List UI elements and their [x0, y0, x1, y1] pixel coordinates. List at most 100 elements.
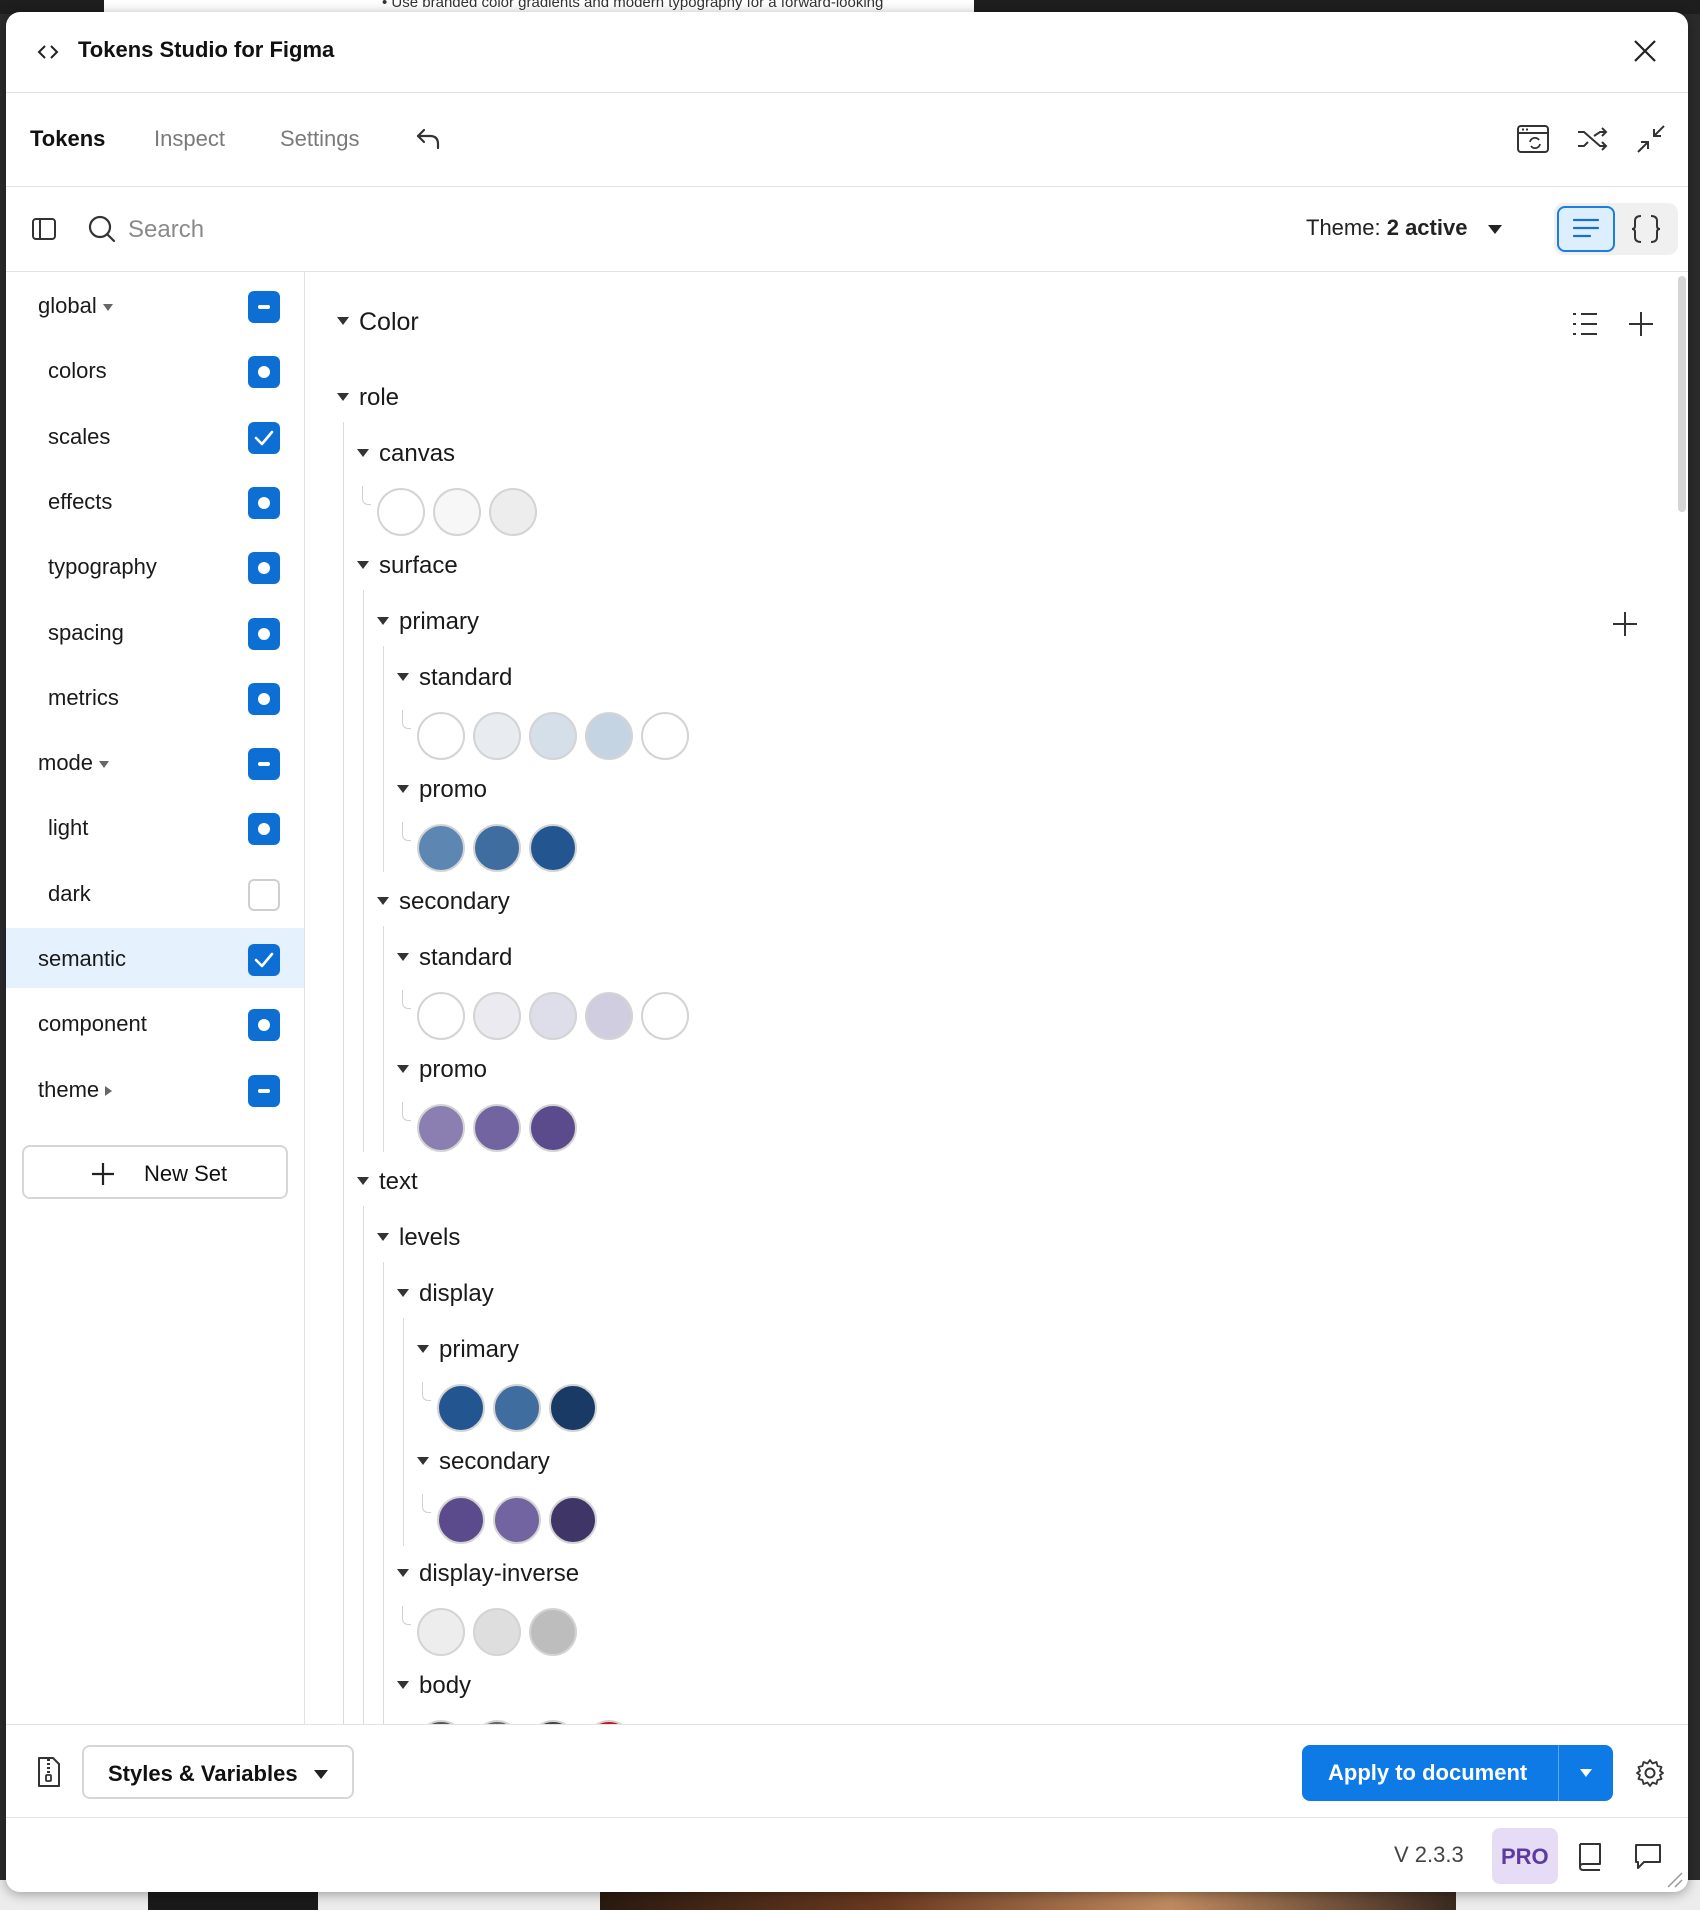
group-surface-primary[interactable]: primary: [377, 608, 479, 636]
caret-down-icon[interactable]: [102, 303, 113, 311]
undo-icon[interactable]: [410, 120, 448, 158]
color-swatch[interactable]: [473, 1104, 521, 1152]
token-set-colors[interactable]: colors: [6, 340, 304, 400]
color-swatch[interactable]: [529, 712, 577, 760]
file-zip-icon[interactable]: [36, 1755, 62, 1789]
resize-handle-icon[interactable]: [1662, 1867, 1684, 1889]
token-set-global[interactable]: global: [6, 275, 304, 335]
color-swatch[interactable]: [473, 992, 521, 1040]
token-set-dark[interactable]: dark: [6, 863, 304, 923]
group-role[interactable]: role: [337, 384, 399, 412]
color-swatch[interactable]: [493, 1496, 541, 1544]
caret-right-icon[interactable]: [105, 1085, 113, 1096]
color-swatch[interactable]: [417, 992, 465, 1040]
color-swatch[interactable]: [473, 1608, 521, 1656]
group-canvas[interactable]: canvas: [357, 440, 455, 468]
group-body[interactable]: body: [397, 1672, 471, 1700]
set-checkbox[interactable]: [248, 421, 280, 454]
color-swatch[interactable]: [417, 1104, 465, 1152]
color-swatch[interactable]: [433, 488, 481, 536]
token-set-mode[interactable]: mode: [6, 732, 304, 792]
set-checkbox[interactable]: [248, 682, 280, 715]
color-swatch[interactable]: [417, 824, 465, 872]
token-set-light[interactable]: light: [6, 797, 304, 857]
scrollbar[interactable]: [1678, 276, 1686, 512]
sync-window-icon[interactable]: [1514, 120, 1552, 158]
color-swatch[interactable]: [641, 712, 689, 760]
color-swatch[interactable]: [489, 488, 537, 536]
group-display-secondary[interactable]: secondary: [417, 1448, 550, 1476]
add-token-icon[interactable]: [1609, 608, 1641, 640]
shuffle-icon[interactable]: [1574, 120, 1612, 158]
group-color[interactable]: Color: [337, 308, 419, 337]
tab-inspect[interactable]: Inspect: [154, 126, 225, 151]
group-primary-standard[interactable]: standard: [397, 664, 512, 692]
json-view-button[interactable]: [1617, 206, 1675, 252]
apply-options-button[interactable]: [1559, 1745, 1613, 1801]
list-view-button[interactable]: [1557, 206, 1615, 252]
color-swatch[interactable]: [473, 712, 521, 760]
set-checkbox[interactable]: [248, 1074, 280, 1107]
search-input[interactable]: [126, 209, 530, 251]
pro-badge[interactable]: PRO: [1492, 1828, 1558, 1884]
group-primary-promo[interactable]: promo: [397, 776, 487, 804]
token-set-effects[interactable]: effects: [6, 471, 304, 531]
list-icon[interactable]: [1569, 308, 1601, 340]
color-swatch[interactable]: [377, 488, 425, 536]
minimize-icon[interactable]: [1632, 120, 1670, 158]
group-surface-secondary[interactable]: secondary: [377, 888, 510, 916]
color-swatch[interactable]: [585, 992, 633, 1040]
tab-tokens[interactable]: Tokens: [30, 126, 106, 151]
theme-selector[interactable]: Theme: 2 active: [1306, 215, 1502, 241]
gear-icon[interactable]: [1634, 1757, 1666, 1789]
color-swatch[interactable]: [529, 824, 577, 872]
color-swatch[interactable]: [437, 1496, 485, 1544]
new-set-button[interactable]: New Set: [22, 1145, 288, 1199]
set-checkbox[interactable]: [248, 356, 280, 389]
caret-down-icon[interactable]: [99, 760, 110, 768]
set-checkbox[interactable]: [248, 617, 280, 650]
group-secondary-promo[interactable]: promo: [397, 1056, 487, 1084]
set-checkbox[interactable]: [248, 1009, 280, 1042]
color-swatch[interactable]: [473, 824, 521, 872]
set-checkbox[interactable]: [248, 486, 280, 519]
color-swatch[interactable]: [549, 1384, 597, 1432]
feedback-chat-icon[interactable]: [1632, 1840, 1664, 1872]
set-checkbox[interactable]: [248, 291, 280, 323]
token-set-spacing[interactable]: spacing: [6, 602, 304, 662]
token-set-metrics[interactable]: metrics: [6, 667, 304, 727]
group-display-inverse[interactable]: display-inverse: [397, 1560, 579, 1588]
color-swatch[interactable]: [417, 1608, 465, 1656]
group-surface[interactable]: surface: [357, 552, 458, 580]
set-checkbox[interactable]: [248, 552, 280, 585]
color-swatch[interactable]: [549, 1496, 597, 1544]
color-swatch[interactable]: [493, 1384, 541, 1432]
set-checkbox[interactable]: [248, 748, 280, 781]
color-swatch[interactable]: [585, 712, 633, 760]
token-set-scales[interactable]: scales: [6, 406, 304, 466]
color-swatch[interactable]: [529, 992, 577, 1040]
token-set-component[interactable]: component: [6, 993, 304, 1053]
add-token-icon[interactable]: [1625, 308, 1657, 340]
group-secondary-standard[interactable]: standard: [397, 944, 512, 972]
color-swatch[interactable]: [417, 712, 465, 760]
color-swatch[interactable]: [437, 1384, 485, 1432]
tab-settings[interactable]: Settings: [280, 126, 360, 151]
close-icon[interactable]: [1630, 36, 1660, 66]
group-display[interactable]: display: [397, 1280, 494, 1308]
token-set-typography[interactable]: typography: [6, 536, 304, 596]
color-swatch[interactable]: [529, 1608, 577, 1656]
sidebar-toggle-icon[interactable]: [30, 215, 58, 243]
set-checkbox[interactable]: [248, 944, 280, 976]
group-display-primary[interactable]: primary: [417, 1336, 519, 1364]
apply-to-document-button[interactable]: Apply to document: [1302, 1745, 1558, 1801]
group-levels[interactable]: levels: [377, 1224, 460, 1252]
set-checkbox[interactable]: [248, 878, 280, 911]
token-set-semantic[interactable]: semantic: [6, 928, 304, 988]
docs-book-icon[interactable]: [1574, 1840, 1606, 1872]
color-swatch[interactable]: [529, 1104, 577, 1152]
token-set-theme[interactable]: theme: [6, 1059, 304, 1119]
group-text[interactable]: text: [357, 1168, 418, 1196]
color-swatch[interactable]: [641, 992, 689, 1040]
styles-variables-dropdown[interactable]: Styles & Variables: [82, 1745, 354, 1799]
